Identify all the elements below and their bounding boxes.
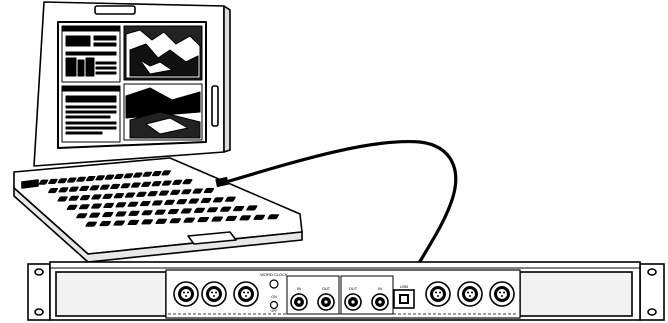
lid-latch [95, 6, 135, 14]
lid-side-latch [212, 86, 218, 126]
rack-hole-right-bottom [648, 309, 656, 315]
label-in-2: IN [378, 286, 382, 291]
xlr-connector-5 [458, 282, 482, 306]
rack-unit [28, 262, 664, 320]
label-on: ON [271, 295, 277, 299]
xlr-connector-2 [202, 282, 226, 306]
rack-hole-left-bottom [35, 309, 43, 315]
rack-hole-left-top [35, 269, 43, 275]
label-usb: USB [400, 284, 409, 289]
xlr-connector-4 [426, 282, 450, 306]
blank-panel-right [520, 272, 632, 316]
front-port [22, 180, 38, 188]
rack-hole-right-top [648, 269, 656, 275]
usb-port [394, 290, 414, 308]
xlr-connector-3 [234, 282, 258, 306]
word-clock-jack [270, 280, 278, 288]
bnc-in-1 [291, 294, 307, 310]
blank-panel-left [56, 272, 166, 316]
laptop-lid-edge [224, 6, 230, 152]
label-in-1: IN [297, 286, 301, 291]
label-out-2: OUT [349, 286, 358, 291]
bnc-out-2 [345, 294, 361, 310]
termination-switch [271, 302, 278, 309]
label-off: OFF [271, 309, 278, 313]
label-out-1: OUT [322, 286, 331, 291]
xlr-connector-1 [174, 282, 198, 306]
bnc-in-2 [372, 294, 388, 310]
label-word-clock: WORD CLOCK [260, 272, 288, 277]
bnc-out-1 [318, 294, 334, 310]
xlr-connector-6 [490, 282, 514, 306]
